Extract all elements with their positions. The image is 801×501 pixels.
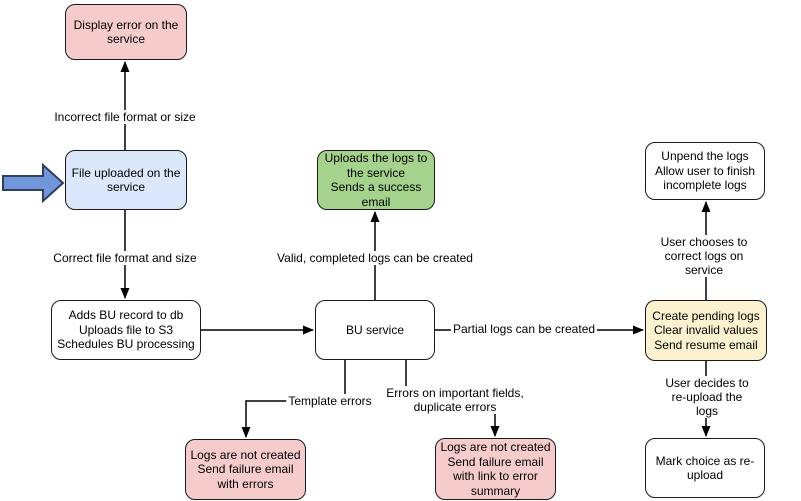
- node-file-uploaded-label: File uploaded on the service: [71, 165, 181, 195]
- edge-label-template-errors: Template errors: [286, 394, 374, 408]
- node-logs-not-created-fields-label: Logs are not created Send failure email …: [440, 440, 551, 498]
- node-unpend-logs: Unpend the logs Allow user to finish inc…: [645, 142, 765, 200]
- node-adds-bu-record-label: Adds BU record to db Uploads file to S3 …: [57, 308, 195, 352]
- node-display-error: Display error on the service: [65, 4, 187, 60]
- node-bu-service-label: BU service: [345, 322, 404, 337]
- node-logs-not-created-template: Logs are not created Send failure email …: [185, 439, 306, 500]
- node-logs-not-created-fields: Logs are not created Send failure email …: [435, 438, 556, 500]
- node-bu-service: BU service: [315, 300, 435, 360]
- node-create-pending-logs-label: Create pending logs Clear invalid values…: [652, 308, 760, 352]
- edge-label-incorrect-format: Incorrect file format or size: [52, 110, 198, 124]
- node-mark-choice-reupload: Mark choice as re- upload: [645, 438, 765, 498]
- node-unpend-logs-label: Unpend the logs Allow user to finish inc…: [654, 149, 756, 193]
- edge-label-valid-completed: Valid, completed logs can be created: [275, 251, 475, 265]
- node-display-error-label: Display error on the service: [73, 17, 179, 47]
- node-file-uploaded: File uploaded on the service: [65, 150, 187, 210]
- node-uploads-logs-label: Uploads the logs to the service Sends a …: [324, 151, 428, 209]
- node-adds-bu-record: Adds BU record to db Uploads file to S3 …: [51, 300, 201, 360]
- edge-label-user-reuploads: User decides to re-upload the logs: [660, 376, 754, 418]
- node-logs-not-created-template-label: Logs are not created Send failure email …: [190, 447, 301, 491]
- entry-arrow-icon: [2, 162, 65, 204]
- node-mark-choice-label: Mark choice as re- upload: [655, 453, 755, 483]
- node-create-pending-logs: Create pending logs Clear invalid values…: [645, 300, 767, 361]
- edge-label-correct-format: Correct file format and size: [51, 251, 199, 265]
- edge-label-partial-logs: Partial logs can be created: [450, 322, 598, 336]
- edge-label-important-fields: Errors on important fields, duplicate er…: [384, 386, 526, 414]
- node-uploads-logs-success: Uploads the logs to the service Sends a …: [317, 150, 435, 210]
- edge-label-user-corrects: User chooses to correct logs on service: [655, 235, 753, 277]
